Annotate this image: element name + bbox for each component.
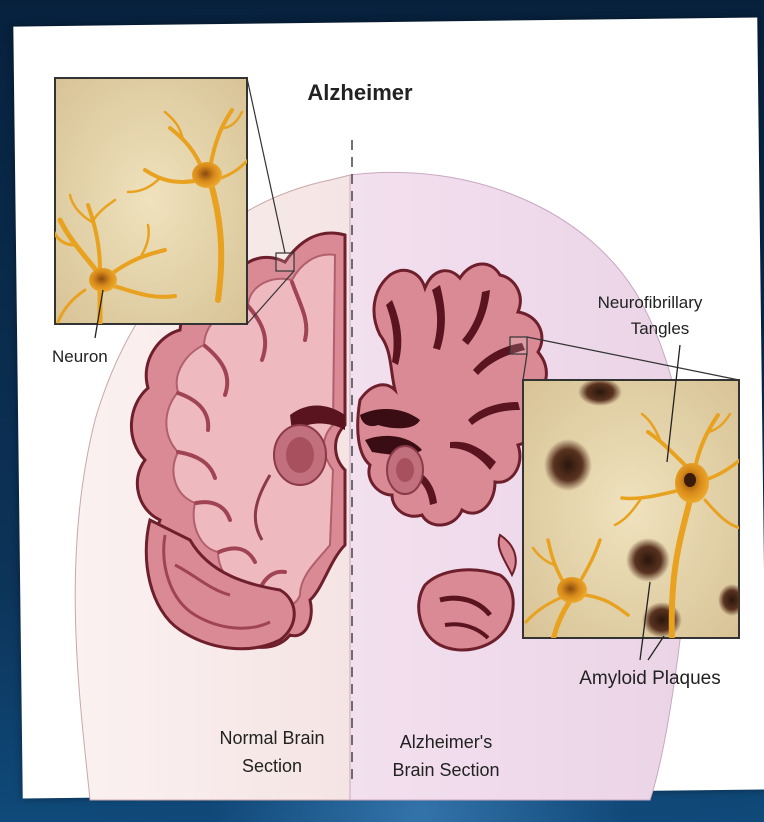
amyloid-plaque xyxy=(544,439,592,491)
alzheimers-neuron-inset xyxy=(523,378,746,645)
alzheimers-label: Alzheimer's xyxy=(400,732,492,752)
tangles-label: Tangles xyxy=(631,319,690,338)
amyloid-plaque xyxy=(642,602,682,638)
diagram-title: Alzheimer xyxy=(307,80,413,105)
neuron-cell-body xyxy=(557,577,587,603)
normal-neuron-inset xyxy=(52,78,248,330)
amyloid-plaques-label: Amyloid Plaques xyxy=(579,668,721,689)
neuron-label: Neuron xyxy=(52,347,108,366)
amyloid-plaque xyxy=(718,584,746,616)
amyloid-plaque xyxy=(626,538,670,582)
alzheimers-section-label: Brain Section xyxy=(392,760,499,780)
neuron-cell-body xyxy=(192,162,222,188)
normal-brain-label: Normal Brain xyxy=(219,728,324,748)
neurofibrillary-label: Neurofibrillary xyxy=(598,293,703,312)
amyloid-plaque xyxy=(578,378,622,406)
normal-section-label: Section xyxy=(242,756,302,776)
neuron-cell-body xyxy=(89,268,117,292)
